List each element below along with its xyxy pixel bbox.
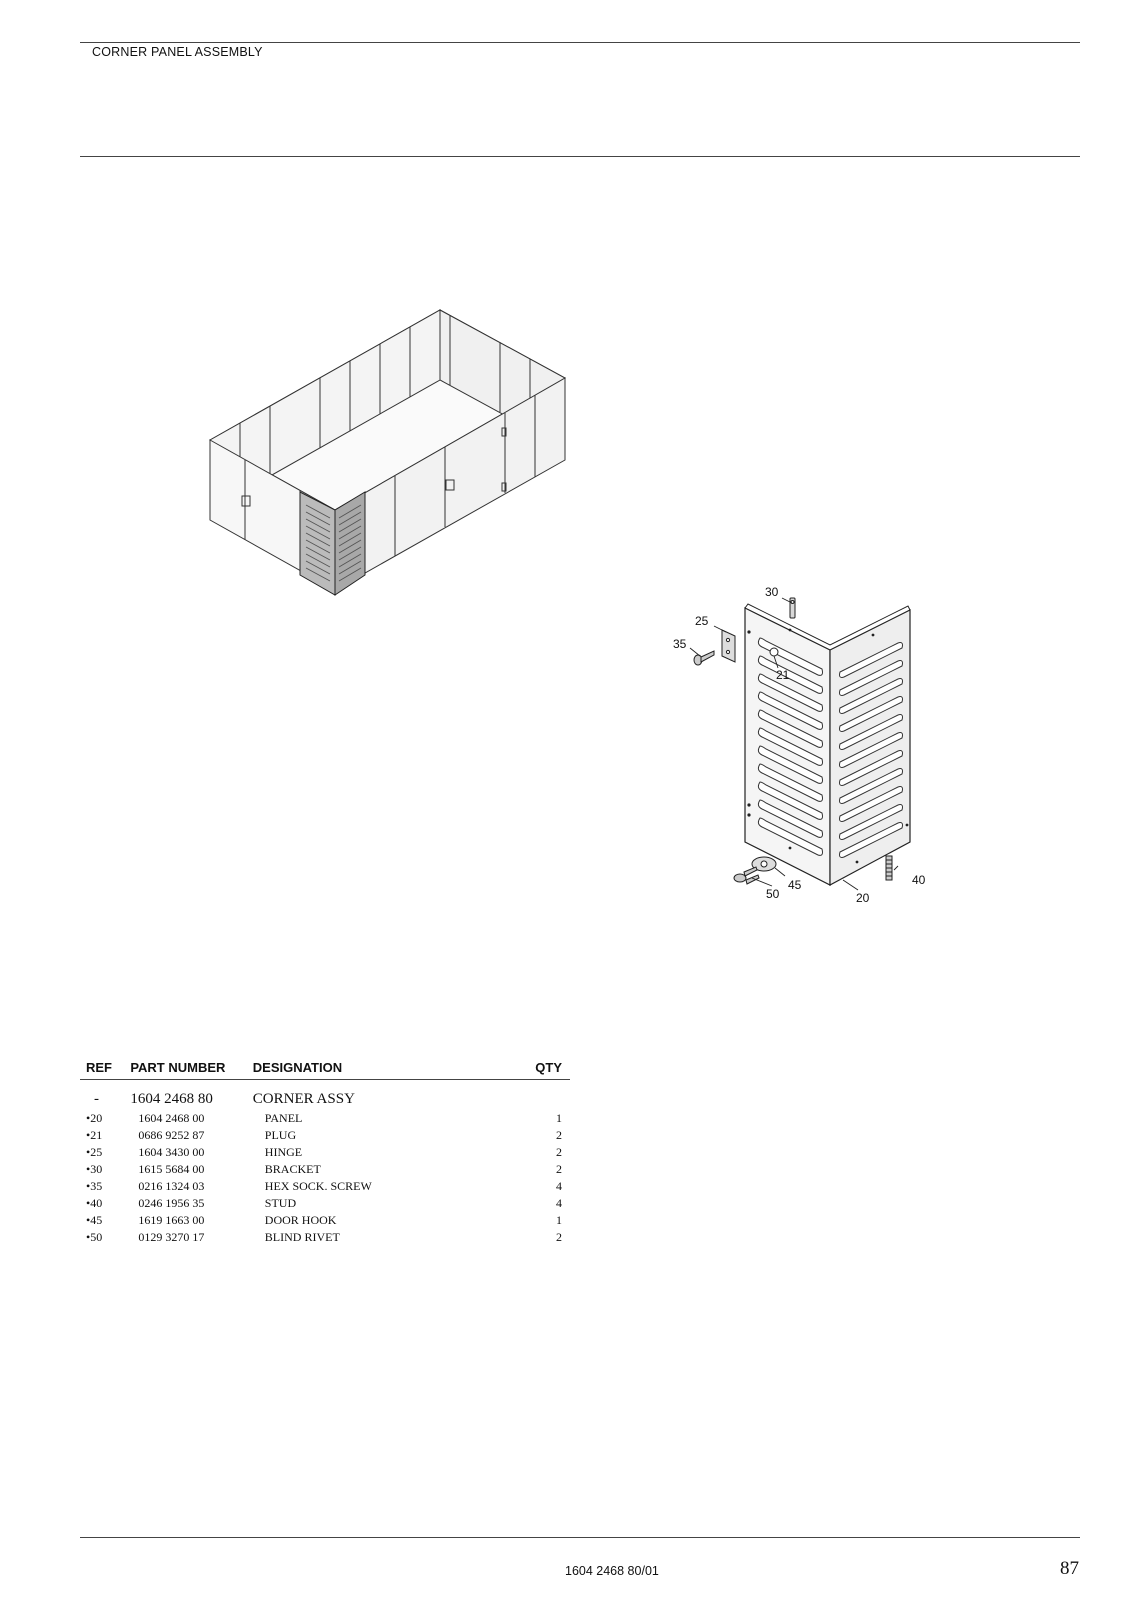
callout-20: 20	[856, 891, 870, 905]
row-designation: PANEL	[264, 1111, 303, 1125]
table-header-row: REF PART NUMBER DESIGNATION QTY	[80, 1060, 570, 1080]
footer-rule	[80, 1537, 1080, 1538]
row-part-number: 1604 3430 00	[138, 1145, 205, 1159]
callout-45: 45	[788, 878, 802, 892]
assembly-ref: -	[94, 1091, 99, 1107]
table-row: •50 0129 3270 17 BLIND RIVET 2	[80, 1229, 570, 1246]
row-qty: 4	[556, 1179, 562, 1193]
row-part-number: 1604 2468 00	[138, 1111, 205, 1125]
callout-25: 25	[695, 614, 709, 628]
row-qty: 2	[556, 1162, 562, 1176]
callout-21: 21	[776, 668, 790, 682]
table-row: •30 1615 5684 00 BRACKET 2	[80, 1161, 570, 1178]
assembly-part-number: 1604 2468 80	[130, 1091, 213, 1107]
row-designation: STUD	[264, 1196, 297, 1210]
corner-panel-exploded-illustration: 30 25 35 21 40 45 50 20	[673, 585, 926, 905]
column-header-part-number: PART NUMBER	[130, 1060, 253, 1080]
page-title: CORNER PANEL ASSEMBLY	[92, 45, 263, 59]
row-part-number: 0216 1324 03	[138, 1179, 205, 1193]
top-rule	[80, 42, 1080, 43]
row-designation: HEX SOCK. SCREW	[264, 1179, 372, 1193]
row-part-number: 1619 1663 00	[138, 1213, 205, 1227]
row-ref: •45	[86, 1213, 103, 1227]
row-ref: •20	[86, 1111, 103, 1125]
row-part-number: 0129 3270 17	[138, 1230, 205, 1244]
row-designation: HINGE	[264, 1145, 303, 1159]
enclosure-overview-illustration	[208, 309, 567, 596]
row-part-number: 1615 5684 00	[138, 1162, 205, 1176]
callout-35: 35	[673, 637, 687, 651]
row-qty: 2	[556, 1230, 562, 1244]
row-qty: 2	[556, 1128, 562, 1142]
row-ref: •25	[86, 1145, 103, 1159]
column-header-designation: DESIGNATION	[252, 1060, 508, 1080]
row-ref: •40	[86, 1196, 103, 1210]
row-ref: •50	[86, 1230, 103, 1244]
row-designation: DOOR HOOK	[264, 1213, 337, 1227]
document-code: 1604 2468 80/01	[565, 1564, 659, 1578]
assembly-designation: CORNER ASSY	[252, 1091, 355, 1107]
column-header-ref: REF	[80, 1060, 131, 1080]
table-row: •45 1619 1663 00 DOOR HOOK 1	[80, 1212, 570, 1229]
assembly-row: - 1604 2468 80 CORNER ASSY	[80, 1080, 570, 1111]
callout-50: 50	[766, 887, 780, 901]
parts-list-table: REF PART NUMBER DESIGNATION QTY - 1604 2…	[80, 1060, 570, 1246]
header-bottom-rule	[80, 156, 1080, 157]
row-designation: BRACKET	[264, 1162, 321, 1176]
table-row: •21 0686 9252 87 PLUG 2	[80, 1127, 570, 1144]
row-qty: 1	[556, 1111, 562, 1125]
page-number: 87	[1060, 1558, 1079, 1579]
row-qty: 2	[556, 1145, 562, 1159]
table-row: •25 1604 3430 00 HINGE 2	[80, 1144, 570, 1161]
column-header-qty: QTY	[507, 1060, 570, 1080]
table-row: •20 1604 2468 00 PANEL 1	[80, 1110, 570, 1127]
callout-40: 40	[912, 873, 926, 887]
row-ref: •35	[86, 1179, 103, 1193]
row-qty: 1	[556, 1213, 562, 1227]
row-designation: BLIND RIVET	[264, 1230, 340, 1244]
row-part-number: 0246 1956 35	[138, 1196, 205, 1210]
table-row: •35 0216 1324 03 HEX SOCK. SCREW 4	[80, 1178, 570, 1195]
row-part-number: 0686 9252 87	[138, 1128, 205, 1142]
callout-30: 30	[765, 585, 779, 599]
row-qty: 4	[556, 1196, 562, 1210]
assembly-qty	[508, 1080, 570, 1111]
row-ref: •21	[86, 1128, 103, 1142]
row-designation: PLUG	[264, 1128, 297, 1142]
row-ref: •30	[86, 1162, 103, 1176]
table-row: •40 0246 1956 35 STUD 4	[80, 1195, 570, 1212]
